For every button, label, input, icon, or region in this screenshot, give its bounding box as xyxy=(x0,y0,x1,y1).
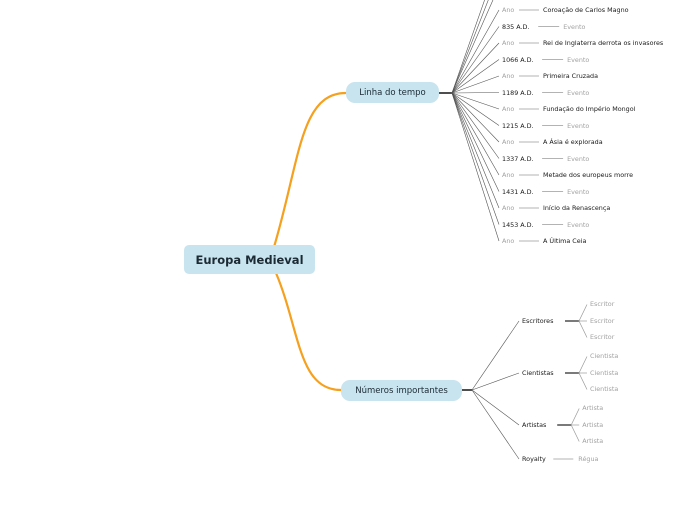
timeline-year[interactable]: Ano xyxy=(502,237,515,245)
timeline-year[interactable]: 1066 A.D. xyxy=(502,55,534,64)
figures-group-label[interactable]: Royalty xyxy=(522,455,546,463)
timeline-connector-offscreen xyxy=(451,0,485,94)
timeline-connector xyxy=(451,59,500,94)
figures-group-label[interactable]: Escritores xyxy=(522,317,554,325)
figures-leaf-connector xyxy=(578,320,588,338)
timeline-event[interactable]: Evento xyxy=(567,154,590,163)
timeline-event[interactable]: A Ásia é explorada xyxy=(543,138,603,146)
timeline-connector xyxy=(451,92,500,242)
figures-group-connector xyxy=(471,372,520,391)
timeline-connector xyxy=(451,75,500,94)
timeline-connector xyxy=(451,42,500,94)
central-topic[interactable]: Europa Medieval xyxy=(184,245,315,274)
figures-group-label[interactable]: Cientistas xyxy=(522,369,554,377)
branch-connector-timeline xyxy=(272,91,347,248)
topic-timeline[interactable]: Linha do tempo xyxy=(346,82,439,103)
timeline-event[interactable]: Metade dos europeus morre xyxy=(543,171,634,179)
figures-item[interactable]: Escritor xyxy=(590,316,615,325)
figures-leaf-connector xyxy=(570,424,580,442)
timeline-event[interactable]: Evento xyxy=(563,22,586,31)
figures-item[interactable]: Cientista xyxy=(590,352,619,360)
timeline-year[interactable]: Ano xyxy=(502,39,515,47)
figures-leaf-connector xyxy=(578,356,588,374)
timeline-year[interactable]: 1189 A.D. xyxy=(502,88,534,97)
timeline-connector xyxy=(451,92,500,110)
timeline-year[interactable]: Ano xyxy=(502,72,515,80)
figures-item[interactable]: Artista xyxy=(582,404,604,412)
timeline-connector xyxy=(451,92,500,225)
timeline-event[interactable]: Fundação do Império Mongol xyxy=(543,105,636,113)
branch-connector-figures xyxy=(274,272,342,392)
figures-group-label[interactable]: Artistas xyxy=(522,421,547,429)
timeline-year[interactable]: 1337 A.D. xyxy=(502,154,534,163)
timeline-connector xyxy=(451,92,500,209)
figures-item[interactable]: Régua xyxy=(578,455,599,463)
figures-group-connector xyxy=(471,389,520,460)
timeline-year[interactable]: Ano xyxy=(502,204,515,212)
timeline-event[interactable]: Evento xyxy=(567,88,590,97)
topic-important-figures[interactable]: Números importantes xyxy=(341,380,462,401)
timeline-event[interactable]: Início da Renascença xyxy=(543,204,611,212)
figures-item[interactable]: Cientista xyxy=(590,368,619,377)
figures-leaf-connector xyxy=(578,372,588,390)
timeline-year[interactable]: 835 A.D. xyxy=(502,22,530,31)
timeline-connector xyxy=(451,26,500,94)
timeline-connector xyxy=(451,92,500,159)
timeline-connector xyxy=(451,92,500,192)
timeline-event[interactable]: Rei de Inglaterra derrota os invasores xyxy=(543,39,664,47)
figures-item[interactable]: Cientista xyxy=(590,385,619,393)
timeline-connector xyxy=(451,92,500,143)
timeline-connector-offscreen xyxy=(451,0,489,94)
timeline-connector-offscreen xyxy=(451,0,494,94)
topic-important-figures-label: Números importantes xyxy=(355,385,448,396)
timeline-year[interactable]: Ano xyxy=(502,138,515,146)
timeline-connector xyxy=(451,92,500,94)
timeline-event[interactable]: Coroação de Carlos Magno xyxy=(543,6,629,14)
timeline-event[interactable]: Primeira Cruzada xyxy=(543,72,599,80)
figures-item[interactable]: Escritor xyxy=(590,333,615,341)
figures-leaf-connector xyxy=(578,304,588,322)
figures-item[interactable]: Artista xyxy=(582,437,604,445)
timeline-event[interactable]: Evento xyxy=(567,187,590,196)
figures-item[interactable]: Escritor xyxy=(590,300,615,308)
timeline-year[interactable]: Ano xyxy=(502,105,515,113)
timeline-connector xyxy=(451,92,500,176)
figures-leaf-connector xyxy=(570,408,580,426)
figures-group-connector xyxy=(471,320,520,391)
timeline-year[interactable]: 1431 A.D. xyxy=(502,187,534,196)
timeline-year[interactable]: 1215 A.D. xyxy=(502,121,534,130)
figures-group-connector xyxy=(471,389,520,426)
timeline-year[interactable]: Ano xyxy=(502,6,515,14)
timeline-connector xyxy=(451,9,500,94)
central-topic-label: Europa Medieval xyxy=(195,252,304,267)
timeline-event[interactable]: A Última Ceia xyxy=(543,237,587,245)
figures-item[interactable]: Artista xyxy=(582,420,604,429)
timeline-connector xyxy=(451,92,500,126)
timeline-year[interactable]: 1453 A.D. xyxy=(502,220,534,229)
timeline-event[interactable]: Evento xyxy=(567,220,590,229)
timeline-event[interactable]: Evento xyxy=(567,121,590,130)
timeline-year[interactable]: Ano xyxy=(502,171,515,179)
topic-timeline-label: Linha do tempo xyxy=(359,87,426,98)
timeline-event[interactable]: Evento xyxy=(567,55,590,64)
